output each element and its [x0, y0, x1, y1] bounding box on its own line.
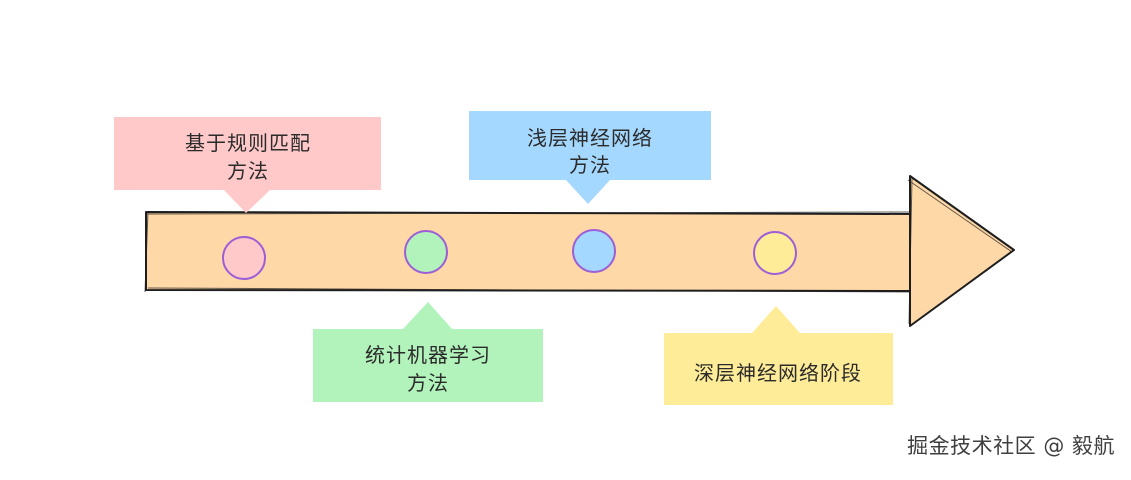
watermark-text: 掘金技术社区 @ 毅航: [907, 434, 1115, 458]
timeline-arrow-shaft-sketch: [144, 210, 913, 293]
stage-node-1: [222, 236, 266, 280]
stage-node-4: [753, 231, 797, 275]
timeline-arrow-head: [909, 175, 1015, 327]
stage-callout-2: [313, 302, 543, 402]
stage-label-1-line-2: 方法: [227, 159, 269, 183]
stage-callout-1: [114, 117, 381, 213]
stage-callout-4: [664, 306, 893, 405]
stage-label-2-line-1: 统计机器学习: [365, 343, 491, 367]
stage-label-3-line-1: 浅层神经网络: [527, 126, 653, 150]
stage-node-3: [572, 229, 616, 273]
timeline-arrow-head-sketch: [907, 177, 1013, 325]
stage-label-1-line-1: 基于规则匹配: [185, 131, 311, 155]
stage-label-2-line-2: 方法: [407, 371, 449, 395]
stage-node-2: [404, 230, 448, 274]
stage-label-3-line-2: 方法: [569, 153, 611, 177]
stage-label-4-line-1: 深层神经网络阶段: [694, 361, 862, 385]
stage-callout-3: [469, 111, 711, 204]
